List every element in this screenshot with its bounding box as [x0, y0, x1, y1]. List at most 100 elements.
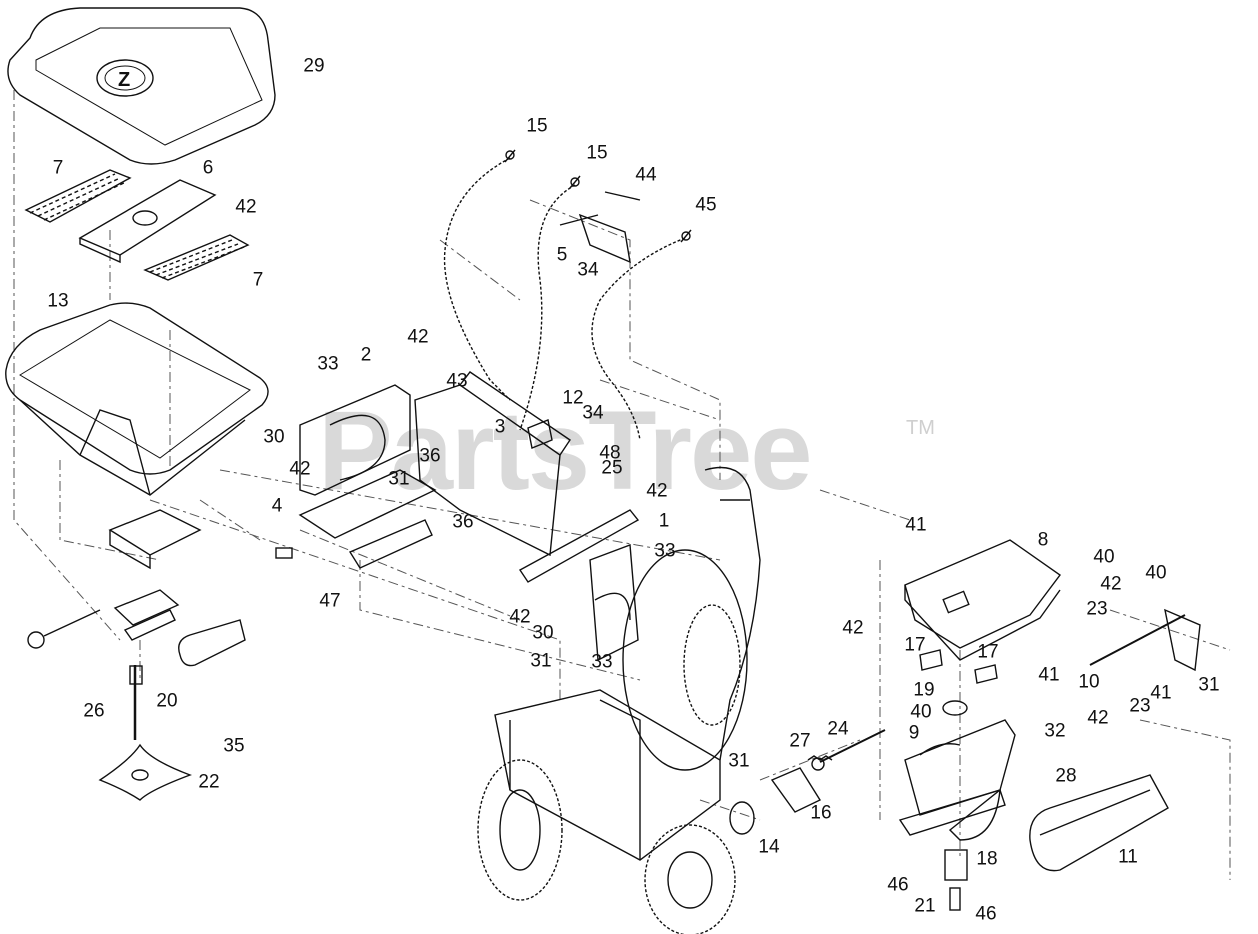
callout-17: 17: [904, 634, 926, 656]
callout-44: 44: [635, 164, 657, 186]
callout-7: 7: [52, 157, 64, 179]
cable-ends: [504, 149, 692, 243]
callout-29: 29: [303, 55, 325, 77]
callout-15: 15: [526, 115, 548, 137]
watermark-text: PartsTree: [318, 388, 813, 513]
callout-6: 6: [202, 157, 214, 179]
callout-42: 42: [1087, 707, 1109, 729]
callout-36: 36: [419, 445, 441, 467]
callout-32: 32: [1044, 720, 1066, 742]
callout-45: 45: [695, 194, 717, 216]
callout-31: 31: [388, 468, 410, 490]
callout-2: 2: [360, 344, 372, 366]
callout-48: 48: [599, 442, 621, 464]
mount-bracket-right: [518, 509, 640, 662]
watermark: PartsTree: [318, 395, 813, 507]
callout-33: 33: [654, 540, 676, 562]
adjustment-rod: [1089, 608, 1201, 672]
callout-23: 23: [1129, 695, 1151, 717]
callout-43: 43: [446, 370, 468, 392]
callout-22: 22: [198, 771, 220, 793]
spinner-disc: [98, 743, 192, 801]
callout-40: 40: [1145, 562, 1167, 584]
bearing-19: [942, 700, 968, 716]
control-cables: [443, 157, 686, 441]
cable-clip: [527, 419, 553, 449]
callout-9: 9: [908, 722, 920, 744]
assembly-lines: [13, 90, 1231, 880]
callout-47: 47: [319, 590, 341, 612]
mower-caster-right: [644, 824, 736, 934]
callout-10: 10: [1078, 671, 1100, 693]
callout-23: 23: [1086, 598, 1108, 620]
gearbox-housing: [904, 719, 1016, 816]
callout-34: 34: [582, 402, 604, 424]
callout-46: 46: [887, 874, 909, 896]
callout-41: 41: [905, 514, 927, 536]
callout-14: 14: [758, 836, 780, 858]
callout-11: 11: [1118, 846, 1138, 868]
callout-24: 24: [827, 718, 849, 740]
hopper-plate: [78, 179, 217, 264]
mower-wheel-rear: [622, 549, 748, 771]
callout-33: 33: [591, 651, 613, 673]
callout-19: 19: [913, 679, 935, 701]
callout-1: 1: [658, 510, 670, 532]
callout-3: 3: [494, 416, 506, 438]
callout-41: 41: [1150, 682, 1172, 704]
pivot-bracket: [770, 767, 822, 813]
callout-31: 31: [1198, 674, 1220, 696]
callout-42: 42: [646, 480, 668, 502]
callout-35: 35: [223, 735, 245, 757]
callout-27: 27: [789, 730, 811, 752]
callout-15: 15: [586, 142, 608, 164]
callout-4: 4: [271, 495, 283, 517]
gearbox-base: [898, 788, 1006, 841]
callout-31: 31: [530, 650, 552, 672]
callout-36: 36: [452, 511, 474, 533]
callout-8: 8: [1037, 529, 1049, 551]
callout-30: 30: [532, 622, 554, 644]
control-plate: [559, 191, 641, 264]
screen-grate-lower: [143, 234, 250, 281]
callout-34: 34: [577, 259, 599, 281]
callout-16: 16: [810, 802, 832, 824]
shaft-collar: [944, 849, 968, 911]
callout-40: 40: [1093, 546, 1115, 568]
mount-bracket-left: [298, 384, 437, 569]
callout-41: 41: [1038, 664, 1060, 686]
left-deflector: [178, 619, 246, 667]
deflector-shield: [1029, 774, 1169, 872]
hopper-support-plate: [904, 539, 1061, 661]
mower-caster-left: [477, 759, 563, 901]
knob-14: [729, 801, 755, 835]
callout-28: 28: [1055, 765, 1077, 787]
callout-18: 18: [976, 848, 998, 870]
bracket-17: [919, 649, 998, 684]
callout-31: 31: [728, 750, 750, 772]
watermark-trademark: TM: [906, 417, 935, 439]
callout-40: 40: [910, 701, 932, 723]
center-plate: [414, 371, 571, 557]
callout-30: 30: [263, 426, 285, 448]
screen-grate-upper: [24, 169, 132, 223]
callout-42: 42: [289, 458, 311, 480]
bracket-47: [275, 547, 293, 559]
callout-5: 5: [556, 244, 568, 266]
callout-25: 25: [601, 457, 623, 479]
spreader-gearbox: [108, 509, 202, 740]
callout-42: 42: [842, 617, 864, 639]
logo-letter: Z: [118, 69, 130, 91]
callout-7: 7: [252, 269, 264, 291]
callout-33: 33: [317, 353, 339, 375]
callout-46: 46: [975, 903, 997, 925]
mower-frame: [494, 466, 761, 861]
callout-21: 21: [914, 895, 936, 917]
left-knob: [27, 609, 101, 649]
hopper-bin: [5, 302, 269, 496]
callout-17: 17: [977, 641, 999, 663]
spring-27: [807, 755, 833, 761]
callout-42: 42: [509, 606, 531, 628]
